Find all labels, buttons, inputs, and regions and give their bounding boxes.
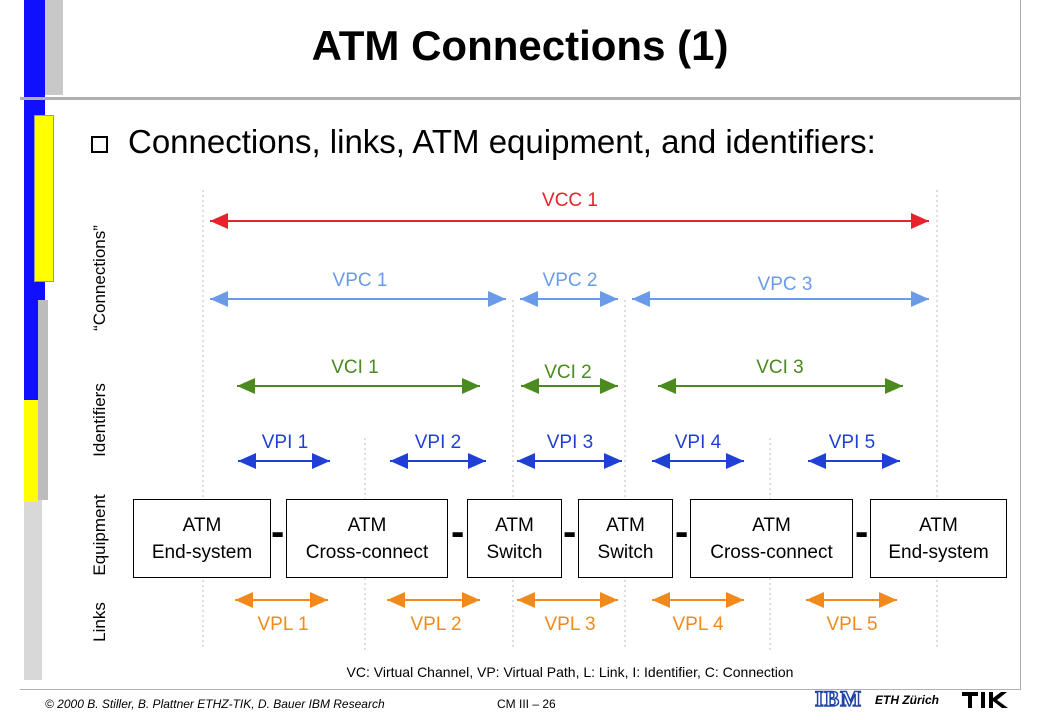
equipment-end-system-right: ATM End-system: [870, 499, 1007, 578]
equipment-line1: ATM: [495, 514, 534, 536]
equipment-line2: Switch: [597, 541, 654, 563]
equipment-cross-connect-right: ATM Cross-connect: [690, 499, 853, 578]
equipment-cross-connect-left: ATM Cross-connect: [286, 499, 448, 578]
equipment-line1: ATM: [919, 514, 958, 536]
equipment-line2: Cross-connect: [305, 541, 429, 563]
vpl5-label: VPL 5: [826, 614, 878, 635]
equipment-line2: End-system: [151, 541, 253, 563]
right-border: [1020, 0, 1021, 690]
ibm-logo: IBM: [814, 685, 862, 712]
vpl3-label: VPL 3: [544, 614, 596, 635]
vcc-label: VCC 1: [542, 190, 598, 211]
vpc2-label: VPC 2: [542, 270, 598, 291]
vpi5-label: VPI 5: [828, 432, 876, 453]
footer-rule: [20, 689, 1020, 690]
separator-dash: -: [563, 510, 577, 554]
separator-dash: -: [855, 510, 869, 554]
equipment-line2: Switch: [486, 541, 543, 563]
bullet-icon: [91, 136, 108, 153]
decor-bar-yellow-top: [34, 115, 54, 282]
vpc1-label: VPC 1: [332, 270, 388, 291]
vpi1-label: VPI 1: [261, 432, 309, 453]
vci3-label: VCI 3: [756, 357, 804, 378]
footer-eth: ETH Zürich: [875, 693, 940, 707]
equipment-line2: Cross-connect: [710, 541, 833, 563]
decor-bar-gray-under: [38, 300, 48, 500]
equipment-switch-right: ATM Switch: [578, 499, 673, 578]
tik-logo: [960, 688, 1012, 710]
equipment-line1: ATM: [182, 514, 222, 536]
title-rule: [20, 97, 1020, 100]
equipment-line1: ATM: [347, 514, 387, 536]
vpi2-label: VPI 2: [414, 432, 462, 453]
footer-page-number: CM III – 26: [497, 697, 556, 711]
decor-bar-yellow-bottom: [24, 400, 38, 502]
separator-dash: -: [271, 510, 285, 554]
vci2-label: VCI 2: [544, 362, 592, 383]
page-title: ATM Connections (1): [311, 22, 729, 69]
vpi4-label: VPI 4: [674, 432, 722, 453]
vpl1-label: VPL 1: [257, 614, 309, 635]
vpl4-label: VPL 4: [672, 614, 724, 635]
vpl2-label: VPL 2: [410, 614, 462, 635]
vpi3-label: VPI 3: [546, 432, 594, 453]
vci1-label: VCI 1: [331, 357, 379, 378]
separator-dash: -: [675, 510, 689, 554]
equipment-line1: ATM: [752, 514, 791, 536]
vpc3-label: VPC 3: [757, 274, 813, 295]
decor-bar-gray: [45, 0, 63, 95]
footer-copyright: © 2000 B. Stiller, B. Plattner ETHZ-TIK,…: [45, 697, 385, 711]
equipment-switch-left: ATM Switch: [467, 499, 562, 578]
equipment-line1: ATM: [606, 514, 645, 536]
separator-dash: -: [451, 510, 465, 554]
equipment-end-system-left: ATM End-system: [133, 499, 271, 578]
equipment-line2: End-system: [888, 541, 989, 563]
legend-caption: VC: Virtual Channel, VP: Virtual Path, L…: [346, 664, 794, 680]
subtitle: Connections, links, ATM equipment, and i…: [128, 123, 876, 160]
